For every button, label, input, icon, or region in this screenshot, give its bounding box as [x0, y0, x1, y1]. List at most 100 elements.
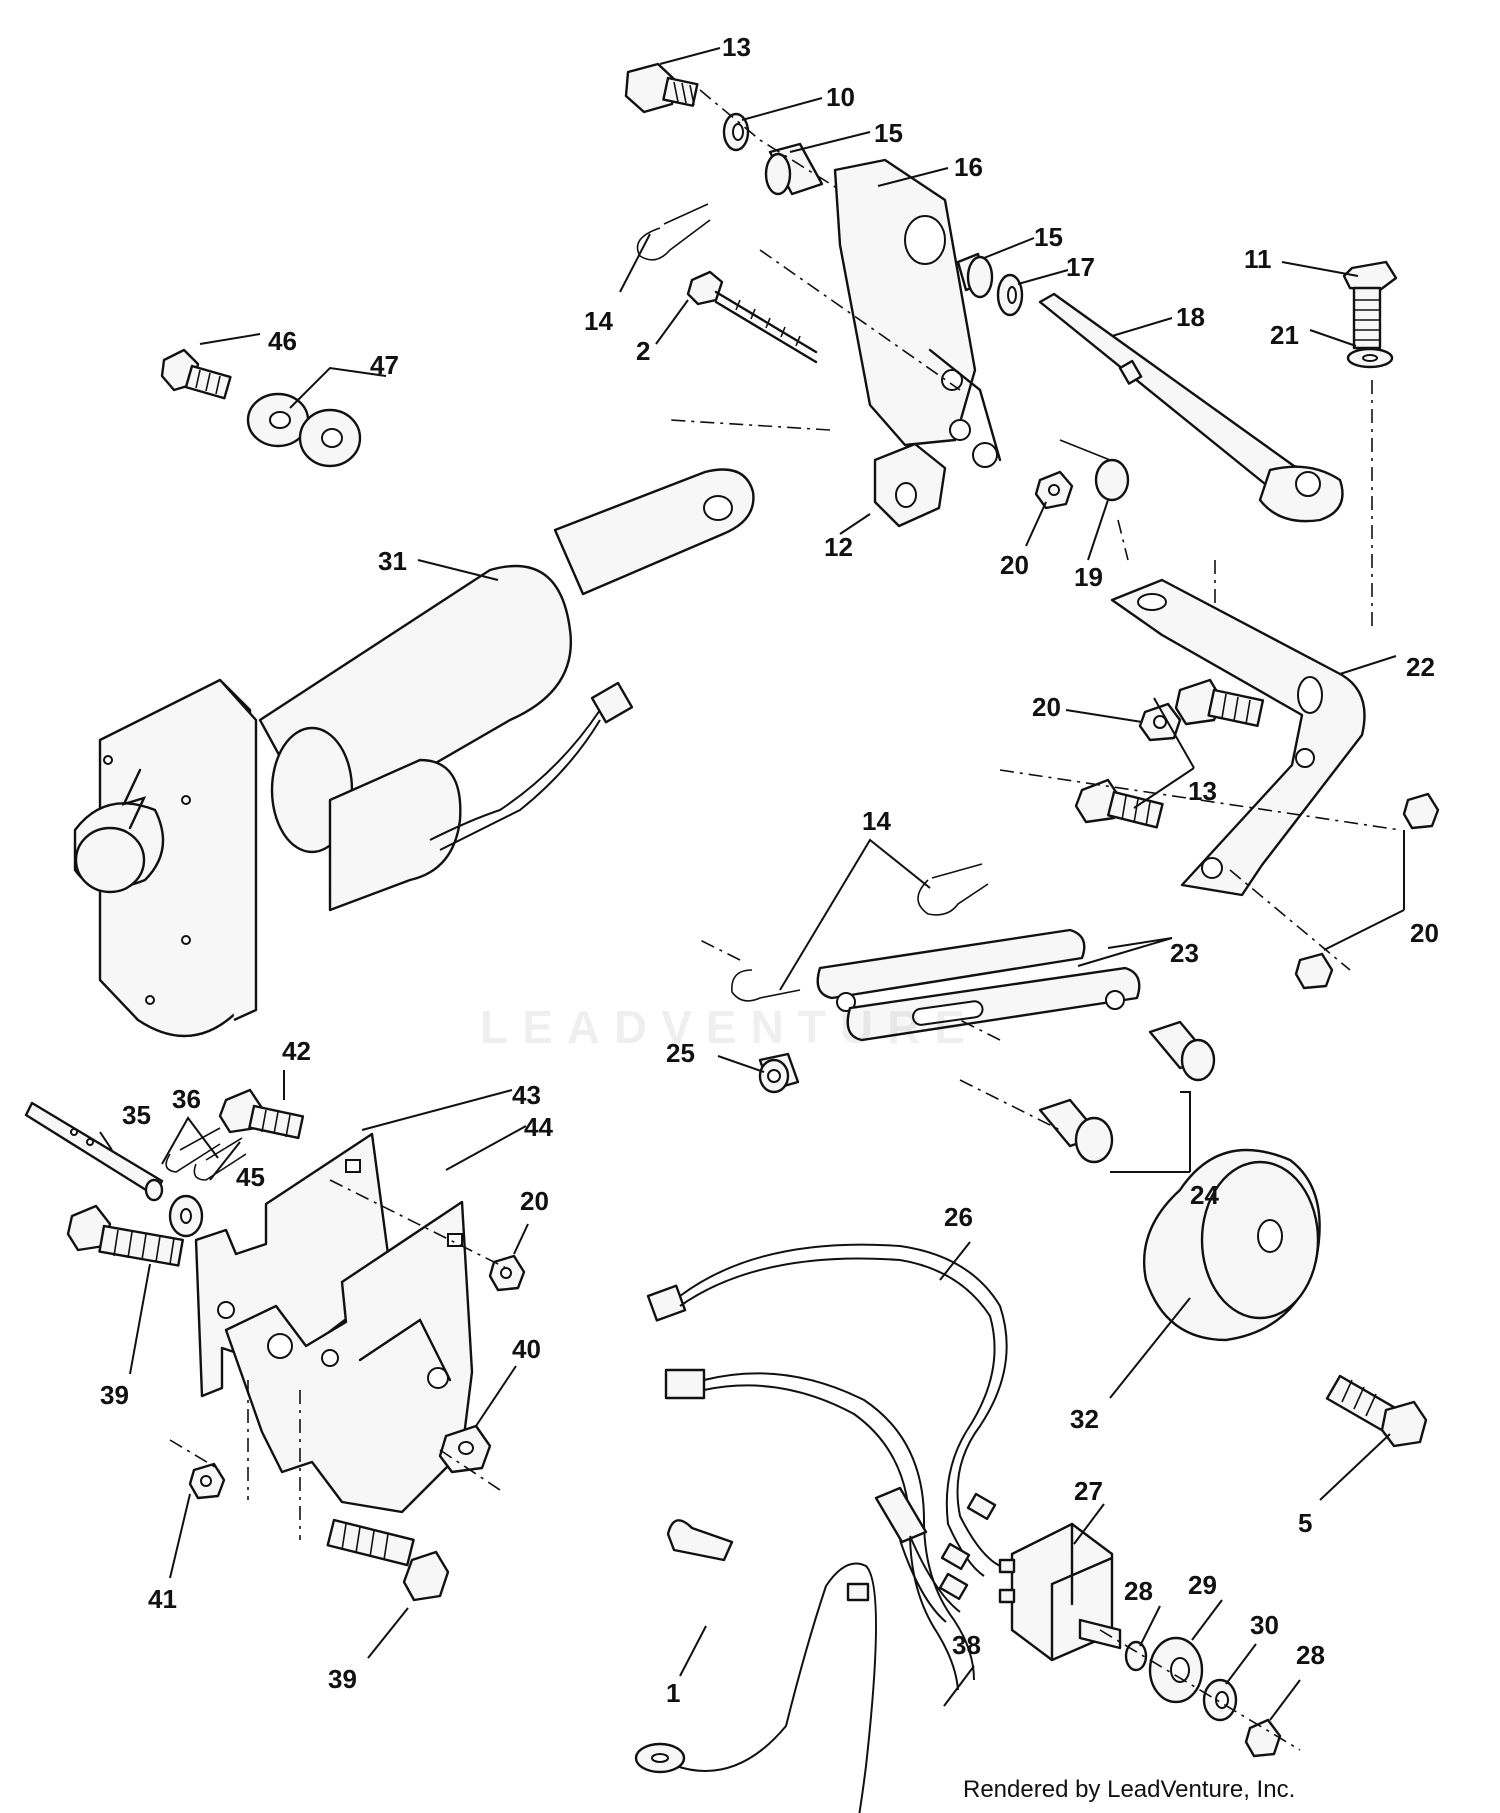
callout-22: 22: [1406, 652, 1435, 682]
bolt-5: [1325, 1374, 1428, 1448]
callout-44: 44: [524, 1112, 553, 1142]
nut-20-left: [488, 1254, 526, 1292]
callout-39: 39: [328, 1664, 357, 1694]
callout-13: 13: [722, 32, 751, 62]
callout-19: 19: [1074, 562, 1103, 592]
washer-45: [168, 1194, 204, 1238]
callout-29: 29: [1188, 1570, 1217, 1600]
credit-text: Rendered by LeadVenture, Inc.: [963, 1776, 1296, 1803]
callout-11: 11: [1244, 244, 1272, 274]
callout-2: 2: [636, 336, 650, 366]
bolts-13-bracket: [1074, 678, 1265, 829]
centerline-links: [699, 939, 1061, 1131]
callout-39: 39: [100, 1380, 129, 1410]
clips-36: [165, 1127, 247, 1181]
nut-20-bracket: [1138, 702, 1182, 742]
callout-12: 12: [824, 532, 853, 562]
centerline-upper: [669, 89, 1373, 640]
bushing-15-lower: [956, 252, 994, 299]
callout-20: 20: [1410, 918, 1439, 948]
bolt-46: [160, 348, 232, 400]
nut-41: [188, 1462, 226, 1500]
linear-actuator-31: [73, 468, 755, 1038]
bushing-15-upper: [764, 142, 824, 196]
callout-41: 41: [148, 1584, 177, 1614]
pull-rod-18: [1038, 292, 1344, 523]
callout-28: 28: [1124, 1576, 1153, 1606]
pins-24: [1038, 1020, 1216, 1164]
callout-20: 20: [520, 1186, 549, 1216]
ground-wire-38: [634, 1562, 877, 1813]
washers-47: [246, 392, 362, 468]
callout-42: 42: [282, 1036, 311, 1066]
callout-labels: 13 10 15 16 15 17 11 14 2 18 21 46 47 12…: [100, 32, 1439, 1708]
bolt-11: [1342, 260, 1398, 350]
bolt-42: [218, 1088, 305, 1140]
links-23: [816, 928, 1141, 1042]
callout-36: 36: [172, 1084, 201, 1114]
callout-1: 1: [666, 1678, 680, 1708]
cotter-pin-14-upper: [636, 203, 711, 261]
callout-32: 32: [1070, 1404, 1099, 1434]
bolt-13-top: [624, 62, 699, 114]
callout-45: 45: [236, 1162, 265, 1192]
callout-18: 18: [1176, 302, 1205, 332]
callout-5: 5: [1298, 1508, 1312, 1538]
centerline-lower-left: [169, 1179, 511, 1540]
callout-14: 14: [862, 806, 891, 836]
callout-13: 13: [1188, 776, 1217, 806]
spacer-19: [1059, 439, 1130, 502]
washer-21: [1346, 347, 1394, 369]
callout-23: 23: [1170, 938, 1199, 968]
clip-1: [666, 1519, 734, 1562]
nut-28-lower: [1244, 1718, 1282, 1758]
nuts-20-bracket-lower: [1294, 792, 1440, 990]
spacer-25: [758, 1052, 800, 1094]
bolt-39-upper: [66, 1204, 184, 1267]
washer-10: [722, 112, 750, 152]
callout-14: 14: [584, 306, 613, 336]
bolt-2-long: [686, 270, 818, 364]
wire-harness-26: [646, 1243, 1008, 1691]
callout-46: 46: [268, 326, 297, 356]
bolt-39-lower: [326, 1518, 450, 1602]
callout-27: 27: [1074, 1476, 1103, 1506]
cotter-pins-14-lower: [731, 863, 989, 1002]
washer-17: [996, 273, 1024, 317]
callout-40: 40: [512, 1334, 541, 1364]
callout-10: 10: [826, 82, 855, 112]
washer-30: [1202, 1678, 1238, 1722]
ring-29: [1148, 1636, 1204, 1704]
callout-24: 24: [1190, 1180, 1219, 1210]
callout-25: 25: [666, 1038, 695, 1068]
nut-20-upper: [1034, 470, 1074, 510]
callout-43: 43: [512, 1080, 541, 1110]
centerline-bracket: [999, 769, 1401, 971]
callout-15: 15: [1034, 222, 1063, 252]
callout-38: 38: [952, 1630, 981, 1660]
callout-28: 28: [1296, 1640, 1325, 1670]
nut-40: [438, 1424, 492, 1474]
callout-20: 20: [1032, 692, 1061, 722]
callout-35: 35: [122, 1100, 151, 1130]
switch-27: [998, 1522, 1122, 1662]
centerline-switch: [1099, 1629, 1301, 1751]
watermark-text: LEADVENTURE: [480, 1001, 980, 1053]
callout-47: 47: [370, 350, 399, 380]
leader-lines: [99, 47, 1405, 1721]
callout-17: 17: [1066, 252, 1095, 282]
callout-31: 31: [378, 546, 407, 576]
clevis-12: [873, 442, 947, 528]
knob-32: [1142, 1148, 1321, 1342]
bracket-22: [1110, 578, 1366, 897]
callout-21: 21: [1270, 320, 1299, 350]
pin-35: [24, 1101, 164, 1202]
callout-30: 30: [1250, 1610, 1279, 1640]
bracket-44: [224, 1200, 474, 1514]
callout-15: 15: [874, 118, 903, 148]
callout-20: 20: [1000, 550, 1029, 580]
callout-16: 16: [954, 152, 983, 182]
pivot-arm-16: [833, 158, 1002, 468]
